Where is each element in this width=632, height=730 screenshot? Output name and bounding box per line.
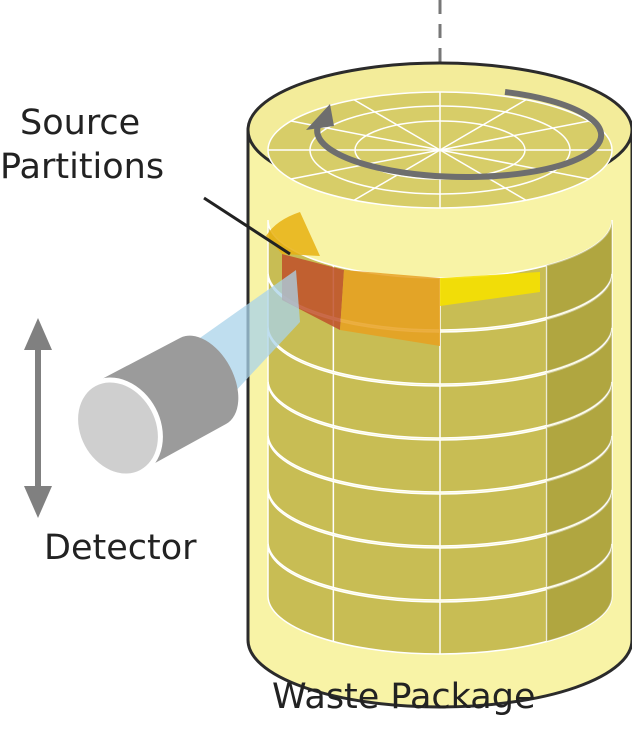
detector-label: Detector (44, 528, 197, 568)
source-partitions-label-line1: Source (20, 103, 141, 143)
drum-segment (267, 327, 613, 439)
top-disk-mid-ring (309, 105, 571, 195)
drum-segment (267, 381, 613, 493)
drum-segment (267, 543, 613, 655)
cylindrical-detector-icon (73, 335, 239, 479)
waste-package-label: Waste Package (272, 677, 536, 717)
drum-segment (267, 489, 613, 601)
highlighted-source-partitions (266, 212, 540, 346)
drum-segment (267, 435, 613, 547)
source-partitions-leader-line (203, 196, 291, 256)
circular-rotation-arrow-icon (306, 89, 605, 180)
package-top (246, 61, 632, 209)
double-headed-vertical-arrow-icon (24, 318, 52, 518)
source-partitions-label-line2: Partitions (0, 147, 165, 187)
